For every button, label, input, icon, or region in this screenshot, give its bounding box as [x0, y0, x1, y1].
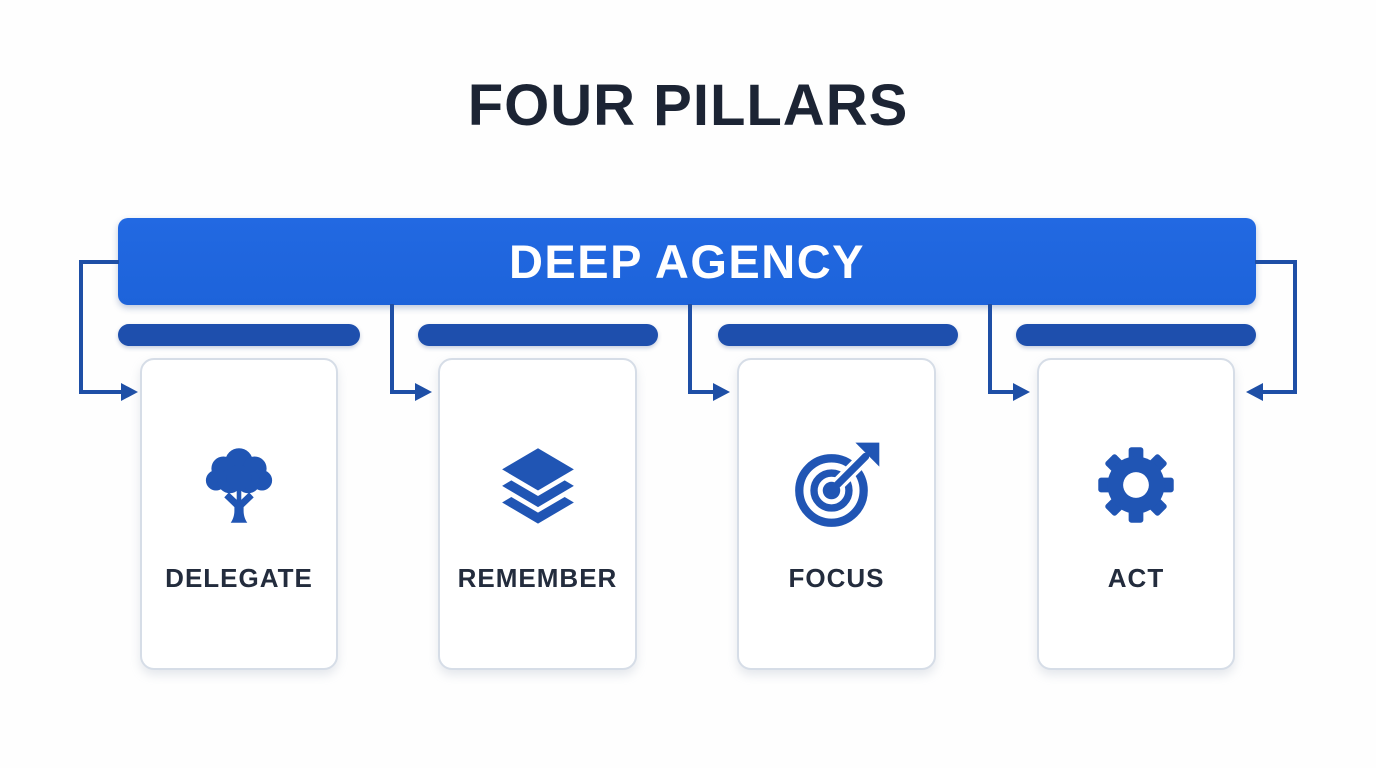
pillar-card-delegate: DELEGATE: [140, 358, 338, 670]
connector-line-2: [390, 304, 415, 394]
pillar-label: DELEGATE: [165, 562, 313, 593]
pillar-label: ACT: [1107, 562, 1165, 593]
arrowhead-icon: [1013, 383, 1030, 401]
deep-agency-banner: DEEP AGENCY: [118, 218, 1256, 305]
pillar-connector-bar-2: [418, 324, 658, 346]
tree-icon: [193, 439, 285, 531]
gear-icon: [1090, 439, 1182, 531]
connector-line-3: [688, 304, 713, 394]
connector-line-4: [988, 304, 1013, 394]
page-title: FOUR PILLARS: [467, 73, 909, 138]
pillar-card-act: ACT: [1037, 358, 1235, 670]
pillar-label: FOCUS: [788, 562, 885, 593]
pillar-connector-bar-4: [1016, 324, 1256, 346]
pillar-card-remember: REMEMBER: [438, 358, 637, 670]
banner-label: DEEP AGENCY: [508, 235, 866, 288]
target-icon: [791, 439, 883, 531]
pillar-label: REMEMBER: [457, 562, 618, 593]
arrowhead-icon: [713, 383, 730, 401]
pillar-connector-bar-3: [718, 324, 958, 346]
pillar-card-focus: FOCUS: [737, 358, 936, 670]
arrowhead-icon: [415, 383, 432, 401]
pillar-connector-bar-1: [118, 324, 360, 346]
arrowhead-icon: [1246, 383, 1263, 401]
connector-line-right: [1255, 260, 1297, 394]
arrowhead-icon: [121, 383, 138, 401]
connector-line-left: [79, 260, 121, 394]
layers-icon: [492, 439, 584, 531]
